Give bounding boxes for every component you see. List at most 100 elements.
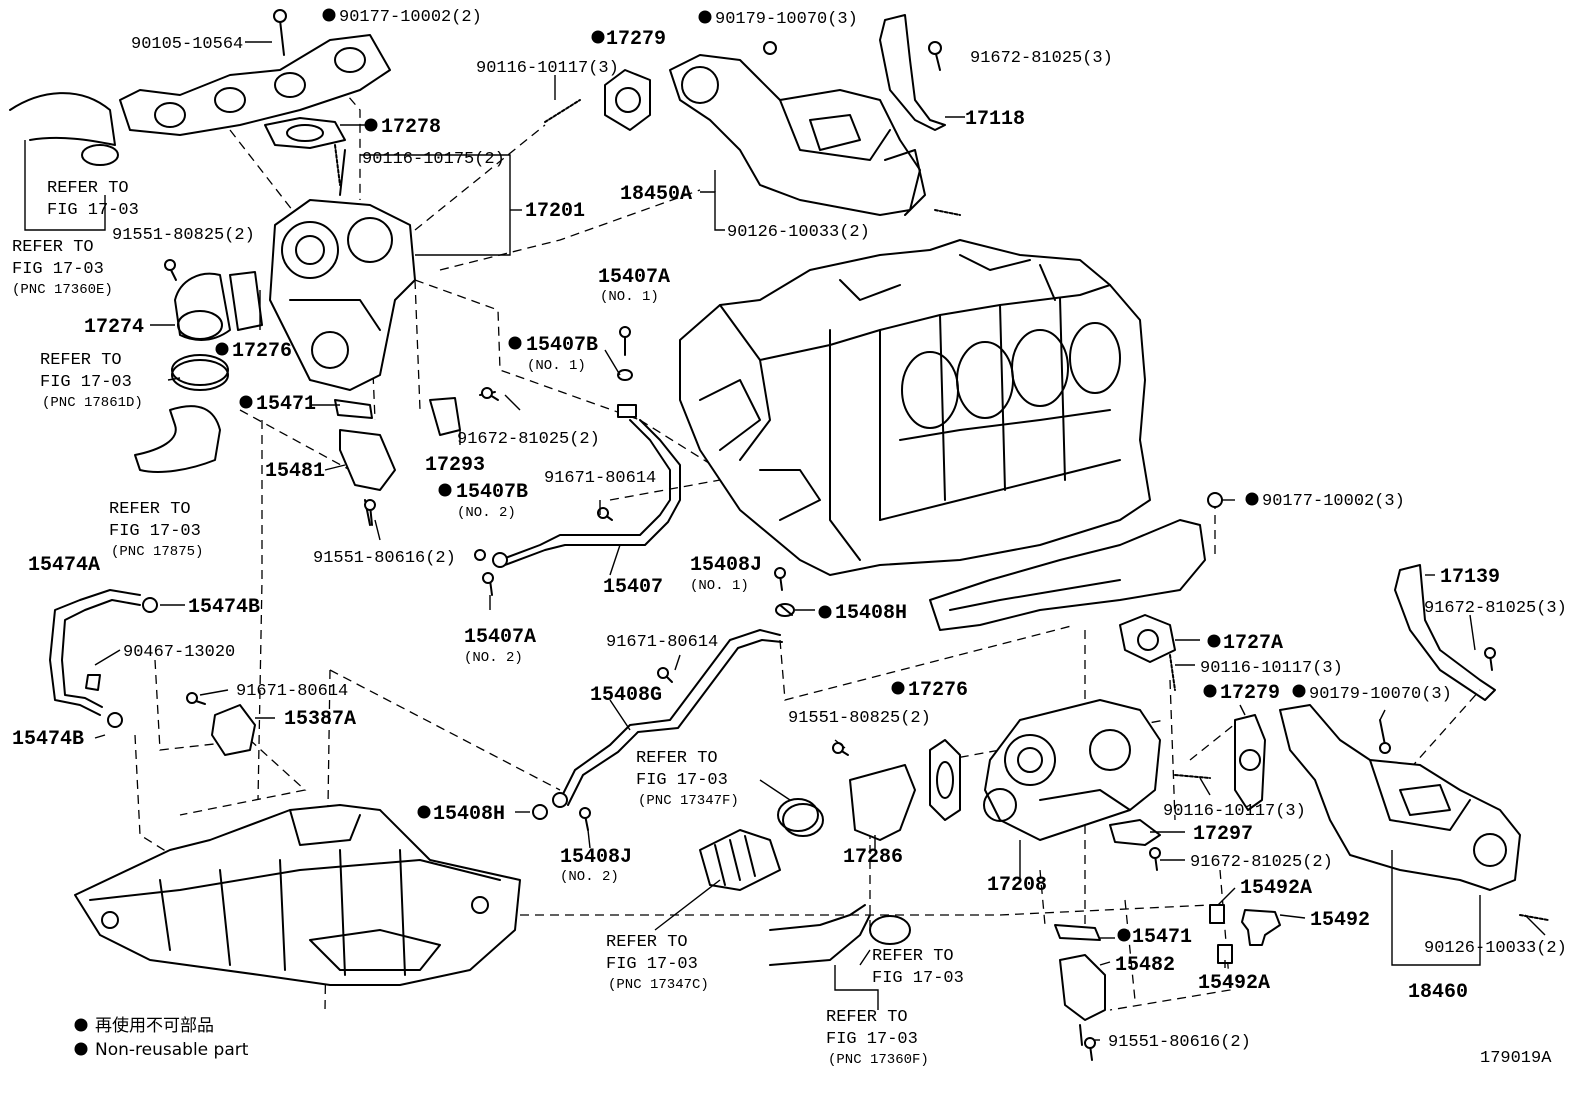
label-p33: 17139: [1440, 566, 1500, 589]
svg-text:REFER TO: REFER TO: [40, 351, 122, 370]
pipe-17360F: [769, 904, 911, 966]
label-p1: 90177-10002(2): [339, 8, 482, 27]
label-p53: 15408H: [433, 803, 505, 826]
label-p34: 15474B: [188, 596, 260, 619]
label-p45: 15408G: [590, 684, 662, 707]
bracket-17139: [1394, 564, 1496, 701]
elbow-17286: [849, 764, 916, 841]
svg-text:FIG 17-03: FIG 17-03: [606, 955, 698, 974]
oil-return-15481: [334, 399, 396, 526]
cylinder-block: [679, 239, 1151, 576]
label-p21: 91672-81025(2): [457, 430, 600, 449]
label-p55: (NO. 2): [560, 869, 619, 885]
svg-text:FIG 17-03: FIG 17-03: [636, 771, 728, 790]
exhaust-manifold-gasket-left: [119, 34, 391, 136]
catalytic-converter-18460: [1279, 704, 1521, 891]
label-p4: 90179-10070(3): [715, 10, 858, 29]
svg-text:(PNC 17875): (PNC 17875): [111, 544, 203, 560]
legend-text-en: Non-reusable part: [95, 1040, 249, 1060]
label-p60: 15492: [1310, 909, 1370, 932]
svg-text:REFER TO: REFER TO: [47, 179, 129, 198]
label-p20: 15471: [256, 393, 316, 416]
catalytic-converter-18450A: [669, 54, 926, 216]
oil-pipe-15408G: [552, 629, 783, 808]
label-p15: (NO. 1): [600, 289, 659, 305]
oil-pipe-15407: [474, 404, 681, 568]
label-p5: 91672-81025(3): [970, 49, 1113, 68]
legend-text-jp: 再使用不可部品: [95, 1015, 214, 1036]
label-p32: (NO. 1): [690, 578, 749, 594]
label-p12: 90126-10033(2): [727, 223, 870, 242]
gasket-17276-left: [229, 271, 263, 331]
svg-text:FIG 17-03: FIG 17-03: [40, 373, 132, 392]
svg-text:FIG 17-03: FIG 17-03: [109, 522, 201, 541]
reference-r5: REFER TO FIG 17-03 (PNC 17347F): [636, 749, 739, 809]
bracket-17297: [1109, 819, 1161, 846]
figure-code: 179019A: [1480, 1049, 1552, 1068]
gasket-1727A: [1119, 614, 1176, 663]
label-p41: 1727A: [1223, 632, 1283, 655]
svg-text:REFER TO: REFER TO: [826, 1008, 908, 1027]
clamp-left: [171, 354, 229, 391]
label-p42: 90116-10117(3): [1200, 659, 1343, 678]
svg-text:(PNC 17360E): (PNC 17360E): [12, 282, 113, 298]
label-p56: 17286: [843, 846, 903, 869]
label-p16: 17274: [84, 316, 144, 339]
svg-text:REFER TO: REFER TO: [872, 947, 954, 966]
reference-r4: REFER TO FIG 17-03 (PNC 17875): [109, 500, 203, 560]
label-p3: 17279: [606, 28, 666, 51]
label-p54: 15408J: [560, 846, 632, 869]
label-p17: 17276: [232, 340, 292, 363]
label-p59: 15492A: [1240, 877, 1312, 900]
hose-15492: [1209, 904, 1281, 964]
label-p26: (NO. 2): [457, 505, 516, 521]
bracket-17118: [879, 14, 946, 131]
gasket-17278: [264, 117, 346, 149]
label-p10: 17201: [525, 200, 585, 223]
label-p24: 91671-80614: [544, 469, 656, 488]
svg-text:FIG 17-03: FIG 17-03: [872, 969, 964, 988]
label-p6: 90116-10117(3): [476, 59, 619, 78]
gasket-17276-right: [929, 739, 961, 821]
label-p61: 15471: [1132, 926, 1192, 949]
label-p57: 17208: [987, 874, 1047, 897]
reference-r1: REFER TO FIG 17-03: [47, 179, 139, 220]
label-p52: 17297: [1193, 823, 1253, 846]
svg-text:(PNC 17360F): (PNC 17360F): [828, 1052, 929, 1068]
label-p51: 90116-10117(3): [1163, 802, 1306, 821]
label-p31: 15408J: [690, 554, 762, 577]
part-labels: 90177-10002(2) 90105-10564 17279 90179-1…: [12, 8, 1567, 1052]
label-p39: 90467-13020: [123, 643, 235, 662]
svg-text:REFER TO: REFER TO: [12, 238, 94, 257]
label-p13: 91551-80825(2): [112, 226, 255, 245]
label-p43: 91671-80614: [236, 682, 348, 701]
svg-text:(PNC 17347F): (PNC 17347F): [638, 793, 739, 809]
legend: 再使用不可部品 Non-reusable part: [74, 1015, 249, 1060]
svg-text:(PNC 17347C): (PNC 17347C): [608, 977, 709, 993]
svg-text:FIG 17-03: FIG 17-03: [47, 201, 139, 220]
reference-notes: REFER TO FIG 17-03 REFER TO FIG 17-03 (P…: [12, 179, 964, 1068]
label-p44: 15387A: [284, 708, 356, 731]
label-p9: 90116-10175(2): [362, 150, 505, 169]
label-p2: 90105-10564: [131, 35, 243, 54]
label-p30: 15474A: [28, 554, 100, 577]
label-p46: 17276: [908, 679, 968, 702]
label-p22: 15481: [265, 460, 325, 483]
fasteners: [85, 9, 1549, 1061]
inlet-pipe-left: [9, 92, 119, 166]
svg-text:REFER TO: REFER TO: [606, 933, 688, 952]
label-p38: (NO. 2): [464, 650, 523, 666]
reference-r6: REFER TO FIG 17-03 (PNC 17347C): [606, 933, 709, 993]
label-p65: 18460: [1408, 981, 1468, 1004]
label-p63: 15492A: [1198, 972, 1270, 995]
turbocharger-right: [983, 699, 1161, 841]
label-p25: 15407B: [456, 481, 528, 504]
svg-text:FIG 17-03: FIG 17-03: [12, 260, 104, 279]
label-p66: 91551-80616(2): [1108, 1033, 1251, 1052]
label-p29: 90177-10002(3): [1262, 492, 1405, 511]
oil-pan: [74, 804, 521, 986]
label-p11: 18450A: [620, 183, 692, 206]
legend-dot-jp: [74, 1018, 88, 1032]
